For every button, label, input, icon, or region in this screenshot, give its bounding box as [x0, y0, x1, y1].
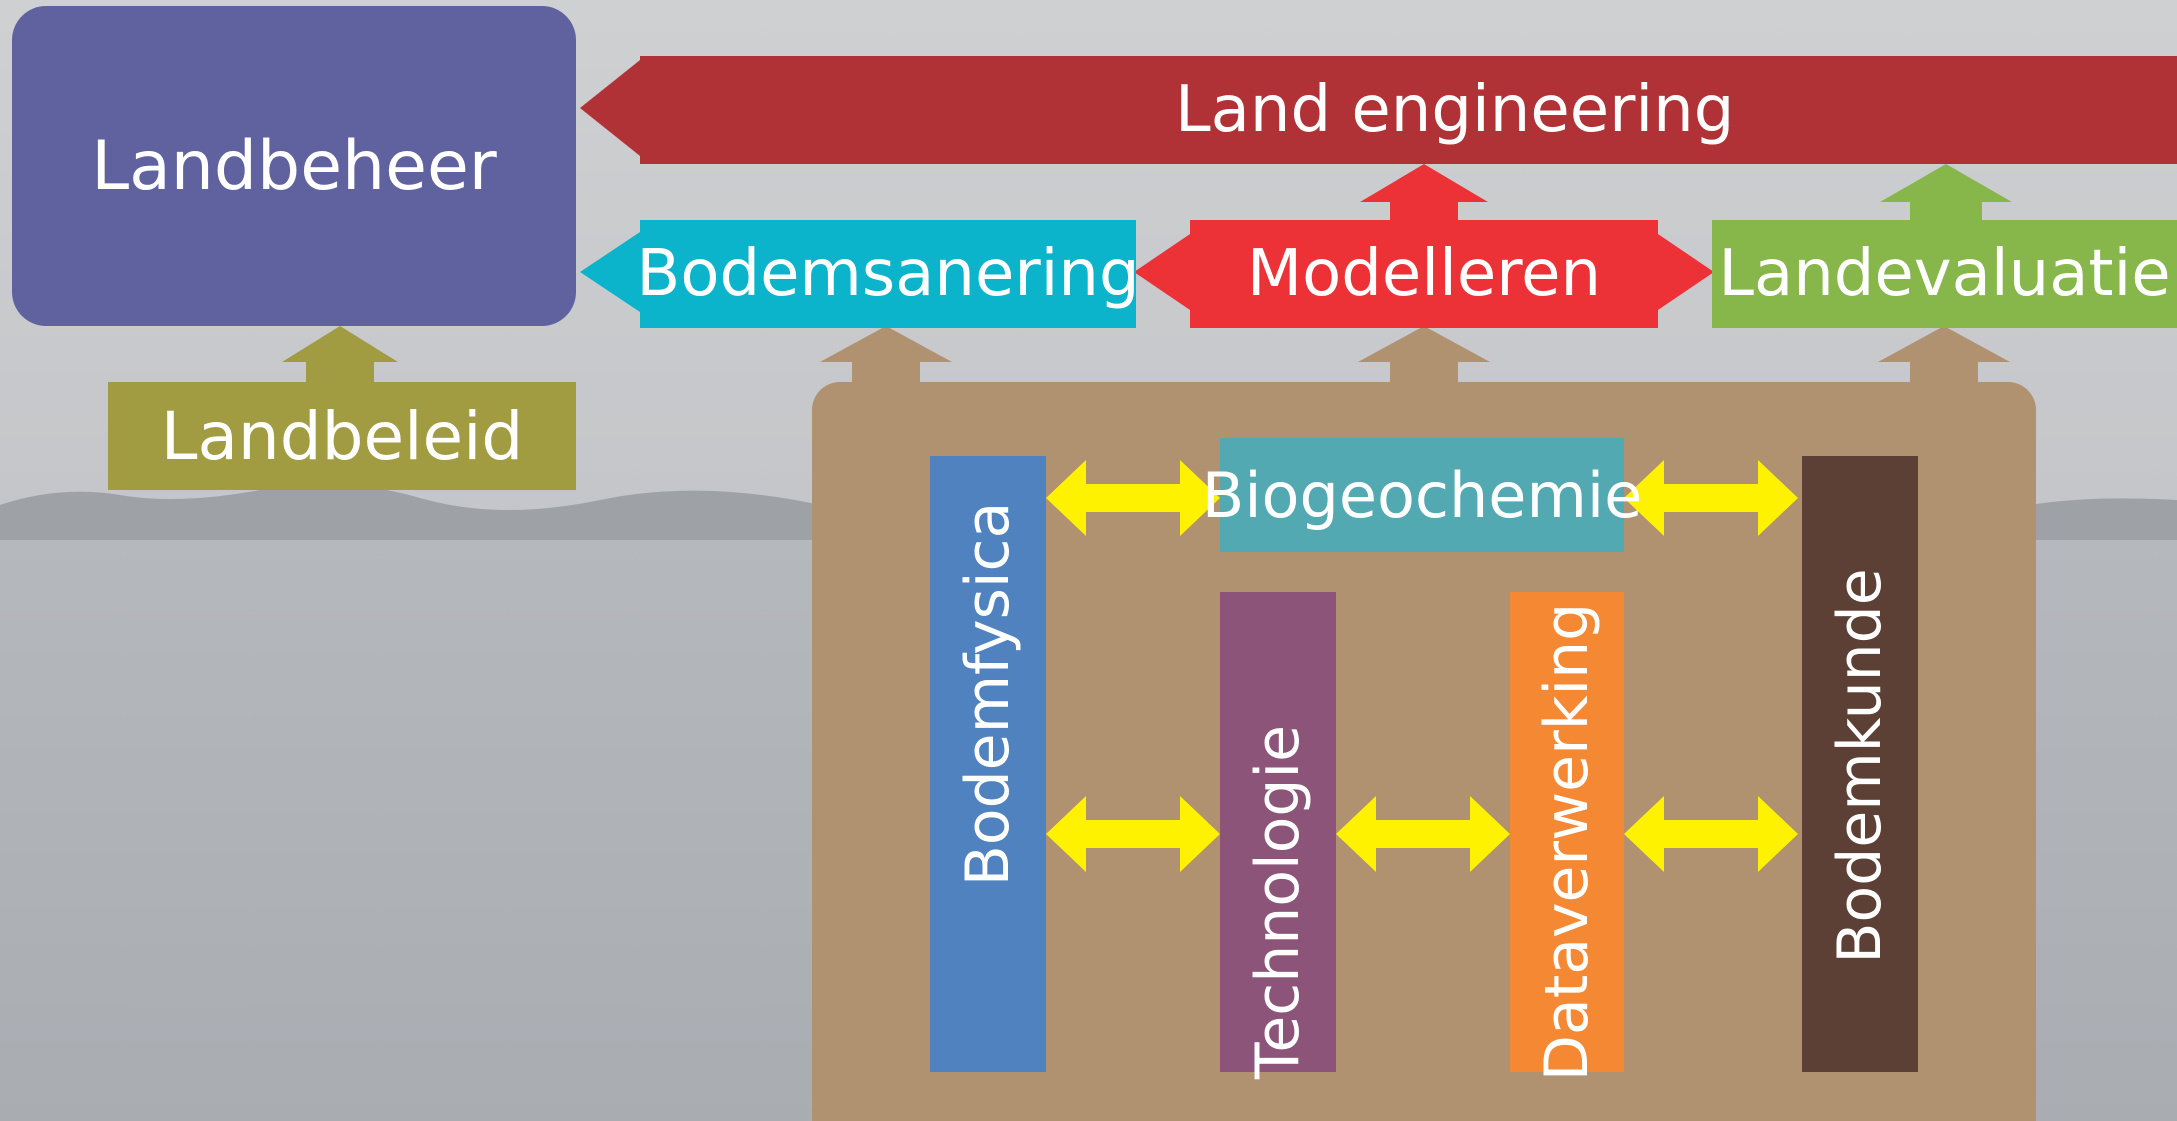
landbeheer-label: Landbeheer	[91, 126, 497, 206]
bodemkunde-label: Bodemkunde	[1825, 568, 1895, 964]
dataverwerking-label: Dataverwerking	[1532, 602, 1602, 1082]
arrow-modelleren-left	[1134, 234, 1190, 310]
arrow-landevaluatie-up	[1880, 164, 2012, 222]
modelleren-label: Modelleren	[1246, 237, 1602, 311]
double-arrow-1	[1046, 460, 1220, 536]
arrow-engineering-to-landbeheer	[580, 60, 640, 156]
bodemfysica-label: Bodemfysica	[953, 501, 1023, 887]
double-arrow-4	[1336, 796, 1510, 872]
node-landevaluatie: Landevaluatie	[1712, 220, 2177, 328]
double-arrow-3	[1046, 796, 1220, 872]
arrow-modelleren-right	[1658, 234, 1714, 310]
land-engineering-label: Land engineering	[1175, 73, 1735, 147]
bodemsanering-label: Bodemsanering	[636, 237, 1140, 311]
arrow-soil-to-landevaluatie	[1878, 326, 2010, 382]
landevaluatie-label: Landevaluatie	[1718, 237, 2171, 311]
node-biogeochemie: Biogeochemie	[1202, 438, 1642, 552]
node-bodemsanering: Bodemsanering	[636, 220, 1140, 328]
arrow-modelleren-up	[1360, 164, 1488, 222]
node-technologie: Technologie	[1220, 592, 1336, 1079]
arrow-bodemsanering-to-landbeheer	[580, 232, 640, 312]
node-landbeheer: Landbeheer	[12, 6, 576, 326]
double-arrow-5	[1624, 796, 1798, 872]
node-landbeleid: Landbeleid	[108, 382, 576, 490]
double-arrow-2	[1624, 460, 1798, 536]
node-bodemkunde: Bodemkunde	[1802, 456, 1918, 1072]
node-land-engineering: Land engineering	[640, 56, 2177, 164]
technologie-label: Technologie	[1243, 724, 1313, 1080]
arrow-landbeleid-up	[282, 326, 398, 382]
node-dataverwerking: Dataverwerking	[1510, 592, 1624, 1081]
biogeochemie-label: Biogeochemie	[1201, 458, 1643, 532]
arrow-soil-to-bodemsanering	[820, 326, 952, 382]
node-modelleren: Modelleren	[1190, 220, 1658, 328]
landbeleid-label: Landbeleid	[160, 397, 524, 475]
node-bodemfysica: Bodemfysica	[930, 456, 1046, 1072]
arrow-soil-to-modelleren	[1358, 326, 1490, 382]
